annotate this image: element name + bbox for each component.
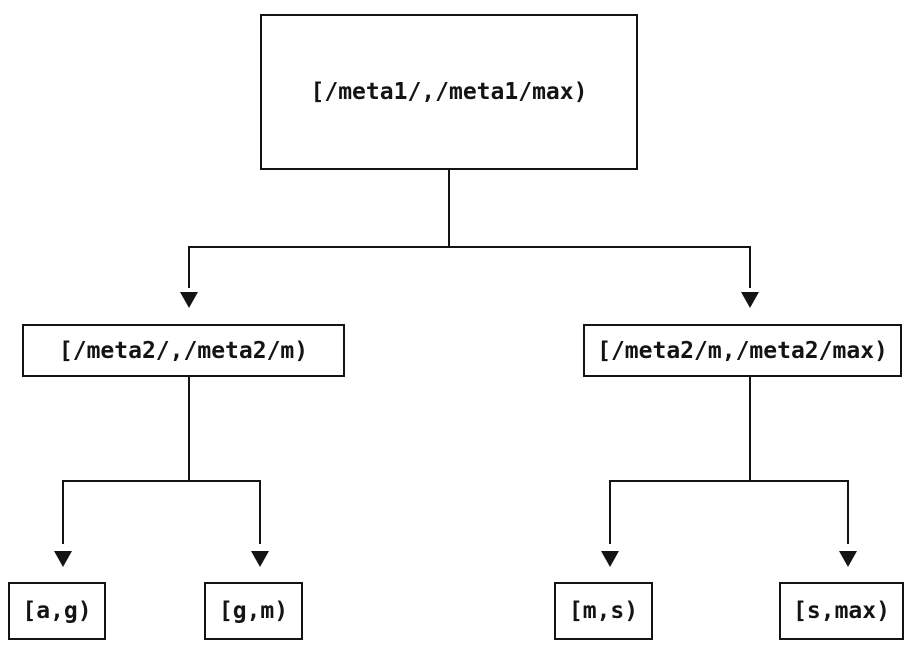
- node-leaf-m-s: [m,s): [554, 582, 653, 640]
- node-leaf-g-m-label: [g,m): [218, 598, 289, 624]
- node-leaf-g-m: [g,m): [204, 582, 303, 640]
- connector-to-leaf-a-g: [62, 480, 64, 544]
- connector-to-leaf-s-max: [847, 480, 849, 544]
- arrow-down-icon: [251, 551, 269, 567]
- connector-to-left-subrange: [188, 246, 190, 288]
- node-left-subrange-label: [/meta2/,/meta2/m): [58, 337, 309, 364]
- connector-right-crossbar: [609, 480, 849, 482]
- node-root-interval: [/meta1/,/meta1/max): [260, 14, 638, 170]
- connector-root-stem: [448, 170, 450, 248]
- node-leaf-m-s-label: [m,s): [568, 598, 639, 624]
- arrow-down-icon: [839, 551, 857, 567]
- connector-to-right-subrange: [749, 246, 751, 288]
- connector-left-crossbar: [62, 480, 261, 482]
- arrow-down-icon: [741, 292, 759, 308]
- arrow-down-icon: [54, 551, 72, 567]
- node-leaf-s-max: [s,max): [779, 582, 904, 640]
- node-leaf-a-g-label: [a,g): [22, 598, 92, 624]
- node-leaf-s-max-label: [s,max): [793, 598, 890, 624]
- connector-right-subrange-stem: [749, 377, 751, 482]
- connector-to-leaf-g-m: [259, 480, 261, 544]
- connector-to-leaf-m-s: [609, 480, 611, 544]
- arrow-down-icon: [601, 551, 619, 567]
- node-left-subrange: [/meta2/,/meta2/m): [22, 324, 345, 377]
- arrow-down-icon: [180, 292, 198, 308]
- node-right-subrange-label: [/meta2/m,/meta2/max): [597, 337, 888, 364]
- connector-left-subrange-stem: [188, 377, 190, 482]
- node-right-subrange: [/meta2/m,/meta2/max): [583, 324, 902, 377]
- node-root-label: [/meta1/,/meta1/max): [310, 79, 588, 105]
- node-leaf-a-g: [a,g): [8, 582, 106, 640]
- connector-level1-crossbar: [188, 246, 751, 248]
